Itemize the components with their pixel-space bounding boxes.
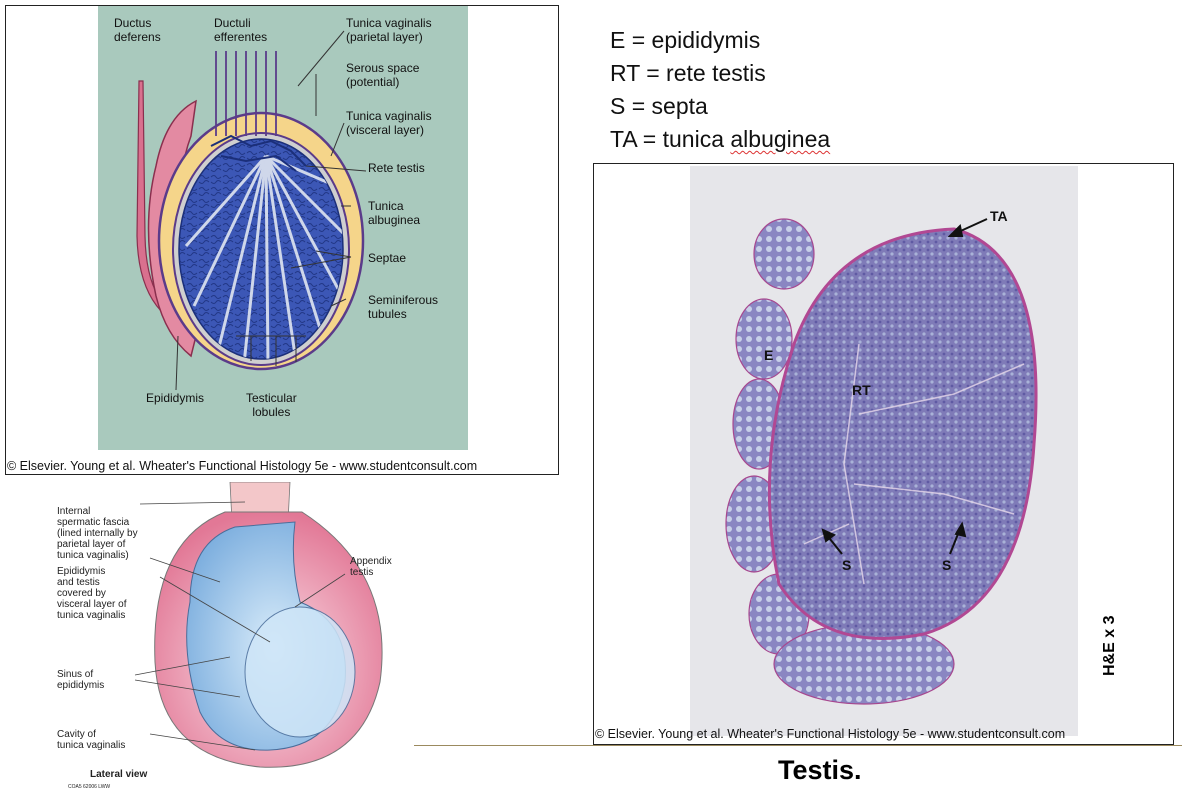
serous-space-label: Serous space (potential) [346,61,420,89]
sinus-of-epididymis-label: Sinus of epididymis [57,669,105,691]
schematic-panel: Ductus deferens Ductuli efferentes Tunic… [5,5,559,475]
epididymis-and-testis-label: Epididymis and testis covered by viscera… [57,566,127,621]
stain-magnification: H&E x 3 [1101,615,1118,676]
micrograph-panel: TA E RT S S H&E x 3 © Elsevier. Young et… [593,163,1174,745]
septae-label: Septae [368,251,407,265]
label-ta: TA [990,208,1008,224]
label-rt: RT [852,382,871,398]
abbreviation-legend: E = epididymis RT = rete testis S = sept… [610,24,830,156]
epididymis-label: Epididymis [146,391,205,405]
slide-title: Testis. [778,755,862,785]
legend-s: S = septa [610,93,708,119]
lateral-view-panel: Internal spermatic fascia (lined interna… [40,482,420,792]
schematic-credit: © Elsevier. Young et al. Wheater's Funct… [7,459,478,473]
legend-e: E = epididymis [610,27,761,53]
schematic-illustration [98,6,468,450]
lateral-view-illustration [134,482,383,768]
lateral-view-caption: Lateral view [90,769,148,780]
legend-ta: TA = tunica albuginea [610,123,830,156]
title-divider [414,745,1182,746]
internal-spermatic-fascia-label: Internal spermatic fascia (lined interna… [57,506,138,561]
legend-rt: RT = rete testis [610,60,766,86]
legend-ta-word: albuginea [730,126,831,152]
label-e: E [764,347,774,363]
label-s-left: S [842,557,852,573]
micrograph-image [690,166,1078,736]
label-s-right: S [942,557,952,573]
rete-testis-label: Rete testis [368,161,425,175]
cavity-tunica-vaginalis-label: Cavity of tunica vaginalis [57,729,126,751]
figure-code: COA5 62006 LWW [68,784,111,790]
ductuli-efferentes-label: Ductuli efferentes [214,16,268,44]
tunica-albuginea-label: Tunica albuginea [368,199,421,227]
legend-ta-prefix: TA = tunica [610,126,731,152]
tunica-vaginalis-parietal-label: Tunica vaginalis (parietal layer) [346,16,432,44]
appendix-testis-label: Appendix testis [350,556,392,578]
seminiferous-tubules-label: Seminiferous tubules [368,293,439,321]
ductus-deferens-label: Ductus deferens [114,16,161,44]
micrograph-credit: © Elsevier. Young et al. Wheater's Funct… [595,727,1066,741]
tunica-vaginalis-visceral-label: Tunica vaginalis (visceral layer) [346,109,432,137]
testicular-lobules-label: Testicular lobules [246,391,297,419]
